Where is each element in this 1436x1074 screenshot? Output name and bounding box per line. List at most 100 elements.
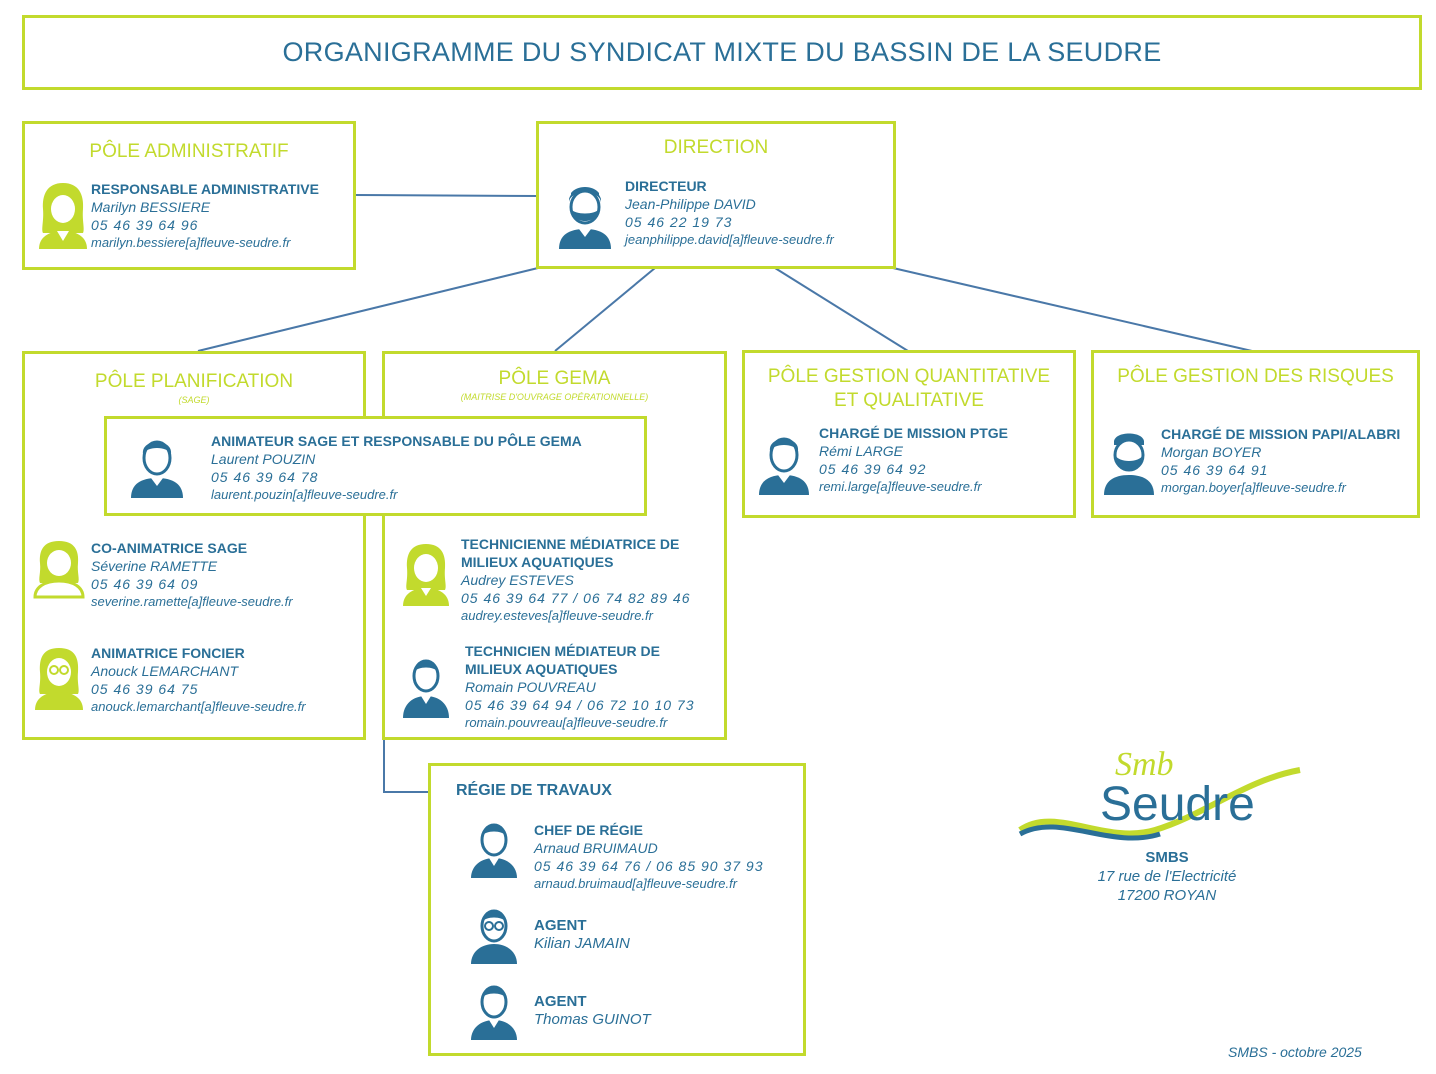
man-icon bbox=[759, 437, 809, 495]
direction-title: DIRECTION bbox=[663, 137, 769, 158]
person-name: Jean-Philippe DAVID bbox=[625, 196, 756, 212]
direction-box: DIRECTION DIRECTEUR Jean-Philippe DAVID … bbox=[536, 121, 896, 269]
role-label: TECHNICIEN MÉDIATEUR DE bbox=[465, 643, 660, 659]
role-label: ANIMATRICE FONCIER bbox=[91, 645, 245, 661]
person-name: Rémi LARGE bbox=[819, 443, 904, 459]
person-agent-1: AGENT Kilian JAMAIN bbox=[534, 917, 630, 953]
person-animateur-sage: ANIMATEUR SAGE ET RESPONSABLE DU PÔLE GE… bbox=[211, 432, 582, 504]
email-address: morgan.boyer[a]fleuve-seudre.fr bbox=[1161, 480, 1346, 495]
smb-seudre-logo: Smb Seudre bbox=[1015, 730, 1305, 850]
person-name: Arnaud BRUIMAUD bbox=[534, 840, 658, 856]
phone-number: 05 46 39 64 76 / 06 85 90 37 93 bbox=[534, 858, 764, 874]
person-name: Morgan BOYER bbox=[1161, 444, 1262, 460]
person-name: Laurent POUZIN bbox=[211, 451, 316, 467]
address-org: SMBS bbox=[1145, 849, 1189, 866]
role-label: AGENT bbox=[534, 993, 587, 1010]
person-animatrice-foncier: ANIMATRICE FONCIER Anouck LEMARCHANT 05 … bbox=[91, 644, 306, 716]
person-agent-2: AGENT Thomas GUINOT bbox=[534, 993, 651, 1029]
pole-gema-box: PÔLE GEMA (MAITRISE D'OUVRAGE OPÉRATIONN… bbox=[382, 351, 727, 740]
person-name: Kilian JAMAIN bbox=[534, 935, 630, 952]
person-name: Marilyn BESSIERE bbox=[91, 199, 211, 215]
email-address: jeanphilippe.david[a]fleuve-seudre.fr bbox=[625, 232, 834, 247]
email-address: laurent.pouzin[a]fleuve-seudre.fr bbox=[211, 487, 398, 502]
animateur-sage-box: ANIMATEUR SAGE ET RESPONSABLE DU PÔLE GE… bbox=[104, 416, 647, 516]
role-label: CHARGÉ DE MISSION PAPI/ALABRI bbox=[1161, 426, 1401, 442]
man-icon bbox=[403, 659, 449, 718]
regie-title: RÉGIE DE TRAVAUX bbox=[456, 782, 612, 799]
page-title: ORGANIGRAMME DU SYNDICAT MIXTE DU BASSIN… bbox=[282, 37, 1162, 67]
pole-planification-title: PÔLE PLANIFICATION bbox=[94, 371, 294, 392]
phone-number: 05 46 39 64 96 bbox=[91, 217, 199, 233]
person-name: Romain POUVREAU bbox=[465, 679, 596, 695]
phone-number: 05 46 39 64 09 bbox=[91, 576, 199, 592]
email-address: remi.large[a]fleuve-seudre.fr bbox=[819, 479, 982, 494]
bearded-man-icon bbox=[1104, 433, 1154, 495]
man-glasses-icon bbox=[471, 909, 517, 964]
role-label: CO-ANIMATRICE SAGE bbox=[91, 540, 248, 556]
person-technicien: TECHNICIEN MÉDIATEUR DE MILIEUX AQUATIQU… bbox=[465, 642, 695, 732]
phone-number: 05 46 22 19 73 bbox=[625, 214, 733, 230]
pole-risques-box: PÔLE GESTION DES RISQUES CHARGÉ DE MISSI… bbox=[1091, 350, 1420, 518]
regie-travaux-box: RÉGIE DE TRAVAUX CHEF DE RÉGIE Arnaud BR… bbox=[428, 763, 806, 1056]
person-chef-regie: CHEF DE RÉGIE Arnaud BRUIMAUD 05 46 39 6… bbox=[534, 821, 764, 893]
email-address: marilyn.bessiere[a]fleuve-seudre.fr bbox=[91, 235, 291, 250]
pole-gema-title: PÔLE GEMA bbox=[498, 368, 611, 389]
logo-word: Seudre bbox=[1100, 778, 1255, 831]
address-street: 17 rue de l'Electricité bbox=[1097, 868, 1237, 885]
logo-graphic: Smb Seudre bbox=[1018, 746, 1301, 841]
person-name: Séverine RAMETTE bbox=[91, 558, 218, 574]
pole-administratif-title: PÔLE ADMINISTRATIF bbox=[89, 141, 289, 162]
pole-quantitative-title-2: ET QUALITATIVE bbox=[834, 390, 984, 411]
email-address: arnaud.bruimaud[a]fleuve-seudre.fr bbox=[534, 876, 738, 891]
phone-number: 05 46 39 64 94 / 06 72 10 10 73 bbox=[465, 697, 695, 713]
person-co-animatrice: CO-ANIMATRICE SAGE Séverine RAMETTE 05 4… bbox=[91, 539, 293, 611]
footer-credit: SMBS - octobre 2025 bbox=[1228, 1044, 1362, 1060]
email-address: anouck.lemarchant[a]fleuve-seudre.fr bbox=[91, 699, 306, 714]
person-charge-ptge: CHARGÉ DE MISSION PTGE Rémi LARGE 05 46 … bbox=[819, 424, 1008, 496]
email-address: severine.ramette[a]fleuve-seudre.fr bbox=[91, 594, 293, 609]
person-name: Anouck LEMARCHANT bbox=[91, 663, 239, 679]
pole-planification-box: PÔLE PLANIFICATION (SAGE) CO-ANIMATRICE … bbox=[22, 351, 366, 740]
phone-number: 05 46 39 64 78 bbox=[211, 469, 319, 485]
woman-icon bbox=[39, 183, 87, 249]
role-label: ANIMATEUR SAGE ET RESPONSABLE DU PÔLE GE… bbox=[211, 433, 582, 449]
person-name: Audrey ESTEVES bbox=[461, 572, 574, 588]
pole-planification-subtitle: (SAGE) bbox=[178, 395, 210, 405]
person-directeur: DIRECTEUR Jean-Philippe DAVID 05 46 22 1… bbox=[625, 177, 834, 249]
pole-quantitative-title: PÔLE GESTION QUANTITATIVE bbox=[767, 366, 1051, 387]
logo-script: Smb bbox=[1115, 746, 1174, 783]
email-address: romain.pouvreau[a]fleuve-seudre.fr bbox=[465, 715, 668, 730]
role-label: TECHNICIENNE MÉDIATRICE DE bbox=[461, 536, 680, 552]
title-box: ORGANIGRAMME DU SYNDICAT MIXTE DU BASSIN… bbox=[22, 15, 1422, 90]
phone-number: 05 46 39 64 92 bbox=[819, 461, 927, 477]
pole-risques-title: PÔLE GESTION DES RISQUES bbox=[1117, 366, 1394, 387]
phone-number: 05 46 39 64 75 bbox=[91, 681, 199, 697]
role-label: AGENT bbox=[534, 917, 587, 934]
man-icon bbox=[471, 985, 517, 1040]
phone-number: 05 46 39 64 91 bbox=[1161, 462, 1269, 478]
email-address: audrey.esteves[a]fleuve-seudre.fr bbox=[461, 608, 653, 623]
person-charge-papi: CHARGÉ DE MISSION PAPI/ALABRI Morgan BOY… bbox=[1161, 425, 1400, 497]
pole-quantitative-box: PÔLE GESTION QUANTITATIVE ET QUALITATIVE… bbox=[742, 350, 1076, 518]
role-label: DIRECTEUR bbox=[625, 178, 707, 194]
woman-glasses-icon bbox=[35, 648, 83, 710]
bearded-man-icon bbox=[559, 187, 611, 249]
role-label: CHARGÉ DE MISSION PTGE bbox=[819, 425, 1009, 441]
phone-number: 05 46 39 64 77 / 06 74 82 89 46 bbox=[461, 590, 691, 606]
role-label: RESPONSABLE ADMINISTRATIVE bbox=[91, 181, 319, 197]
person-technicienne: TECHNICIENNE MÉDIATRICE DE MILIEUX AQUAT… bbox=[461, 535, 691, 625]
role-label-2: MILIEUX AQUATIQUES bbox=[461, 554, 614, 570]
person-name: Thomas GUINOT bbox=[534, 1011, 651, 1028]
role-label: CHEF DE RÉGIE bbox=[534, 822, 643, 838]
woman-icon bbox=[403, 544, 449, 606]
person-responsable-administrative: RESPONSABLE ADMINISTRATIVE Marilyn BESSI… bbox=[91, 180, 319, 252]
role-label-2: MILIEUX AQUATIQUES bbox=[465, 661, 618, 677]
man-icon bbox=[131, 440, 183, 498]
woman-icon bbox=[33, 541, 85, 599]
man-icon bbox=[471, 823, 517, 878]
address-block: SMBS 17 rue de l'Electricité 17200 ROYAN bbox=[1060, 848, 1274, 905]
pole-administratif-box: PÔLE ADMINISTRATIF RESPONSABLE ADMINISTR… bbox=[22, 121, 356, 270]
pole-gema-subtitle: (MAITRISE D'OUVRAGE OPÉRATIONNELLE) bbox=[460, 392, 649, 402]
address-city: 17200 ROYAN bbox=[1117, 887, 1217, 904]
